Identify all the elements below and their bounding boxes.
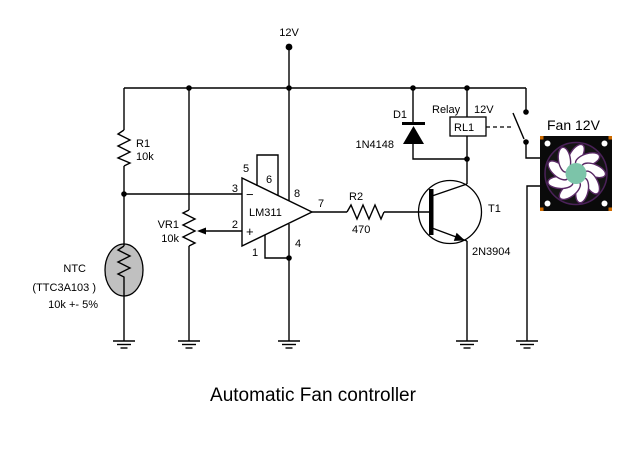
wiper-arrow-icon (197, 227, 206, 235)
opamp-pin7-label: 7 (318, 198, 324, 210)
opamp-pin5-label: 5 (243, 163, 249, 175)
opamp-pin1-label: 1 (252, 247, 258, 259)
fan-corner-pixel (608, 136, 612, 140)
fan-screw-hole (544, 200, 551, 207)
t1-part-label: 2N3904 (472, 246, 511, 258)
opamp-pin3-label: 3 (232, 183, 238, 195)
opamp-pin4-label: 4 (295, 238, 301, 250)
page-title: Automatic Fan controller (210, 385, 417, 406)
switch-contact-dot (523, 109, 529, 115)
r1-ref-label: R1 (136, 138, 150, 150)
t1-ref-label: T1 (488, 203, 501, 215)
wire-switch-fan (525, 142, 540, 159)
diode-triangle (403, 126, 424, 144)
fan-hub (565, 163, 587, 184)
vr1-value-label: 10k (161, 233, 179, 245)
relay-voltage-label: 12V (474, 104, 494, 116)
opamp-noninverting-sign: + (246, 224, 254, 239)
wire-pin5-pin6-strap (256, 154, 279, 196)
resistor-r1-zigzag (116, 129, 132, 167)
ground-symbol (113, 340, 135, 349)
junction-dot (464, 85, 470, 91)
wire-collector-diag (431, 183, 468, 197)
r2-ref-label: R2 (349, 191, 363, 203)
fan-label: Fan 12V (547, 117, 601, 133)
ground-symbol (278, 340, 300, 349)
junction-dots (121, 43, 529, 261)
vr1-ref-label: VR1 (158, 219, 179, 231)
supply-label: 12V (279, 27, 299, 39)
fan-blades (547, 143, 607, 204)
junction-dot (286, 85, 292, 91)
r1-value-label: 10k (136, 151, 154, 163)
junction-dot (121, 191, 127, 197)
emitter-arrow-icon (453, 232, 465, 241)
wires (123, 47, 540, 341)
ground-symbol (516, 340, 538, 349)
wire-diode-bottom (412, 144, 467, 160)
resistor-r2-zigzag (346, 203, 385, 221)
ground-symbol (178, 340, 200, 349)
fan-screw-hole (601, 200, 608, 207)
fan-screw-hole (601, 140, 608, 147)
fan-corner-pixel (540, 136, 544, 140)
ntc-spec-label: 10k +- 5% (48, 299, 98, 311)
potentiometer-vr1-zigzag (181, 209, 197, 247)
wire-fan-return (526, 185, 540, 341)
junction-dot (186, 85, 192, 91)
switch-blade (512, 112, 525, 140)
opamp-part-label: LM311 (249, 207, 282, 219)
d1-part-label: 1N4148 (355, 139, 394, 151)
opamp-triangle (241, 176, 314, 248)
ntc-part-label: (TTC3A103 ) (32, 282, 96, 294)
opamp-pin8-label: 8 (294, 188, 300, 200)
transistor-base-bar (429, 189, 434, 235)
ntc-zigzag (116, 245, 132, 280)
junction-dot (464, 156, 470, 162)
ntc-label: NTC (63, 263, 86, 275)
switch-contact-dot (523, 139, 529, 145)
r2-value-label: 470 (352, 224, 370, 236)
relay-label: Relay (432, 104, 461, 116)
opamp-inverting-sign: − (246, 187, 254, 202)
junction-dot (286, 255, 292, 261)
relay-ref-label: RL1 (454, 122, 474, 134)
junction-dot (410, 85, 416, 91)
opamp-pin2-label: 2 (232, 219, 238, 231)
fan-corner-pixel (608, 207, 612, 211)
fan-corner-pixel (540, 207, 544, 211)
d1-ref-label: D1 (393, 109, 407, 121)
ground-symbol (456, 340, 478, 349)
fan-screw-hole (544, 140, 551, 147)
ground-symbols (113, 340, 538, 349)
supply-terminal-dot (285, 43, 293, 51)
opamp-pin6-label: 6 (266, 174, 272, 186)
wire-pin1-stub (264, 235, 289, 259)
fan-image (540, 136, 612, 211)
